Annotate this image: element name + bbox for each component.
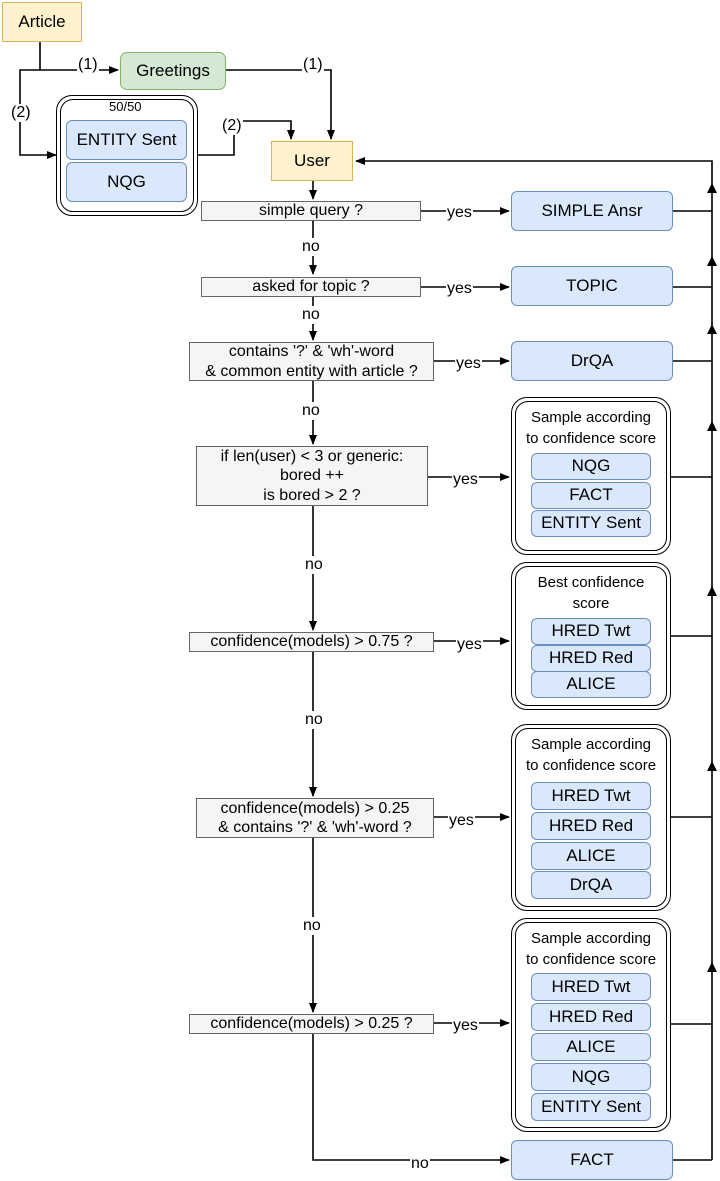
decision-bored: if len(user) < 3 or generic: bored ++ is… (196, 446, 428, 506)
group-1-item: ENTITY Sent (531, 510, 651, 537)
group-1-title-line-2: to confidence score (525, 430, 657, 447)
group-3-item: HRED Red (531, 812, 651, 840)
greeting-group (56, 95, 198, 216)
drqa-node: DrQA (511, 341, 673, 381)
group-4-title-line-1: Sample according (530, 930, 652, 947)
edge-label-yes: yes (446, 204, 473, 222)
decision-bored-line-1: if len(user) < 3 or generic: (220, 448, 404, 466)
edge-label-no: no (304, 556, 324, 574)
group-3-item: DrQA (531, 871, 651, 899)
greetings-node: Greetings (120, 52, 226, 90)
edge-label-two: (2) (221, 117, 243, 135)
edge-label-yes: yes (452, 471, 479, 489)
group-1-item: FACT (531, 482, 651, 509)
group-3-title-line-1: Sample according (530, 736, 652, 753)
edge-label-no: no (410, 1155, 430, 1173)
greeting-group-inner (60, 99, 194, 212)
group-4-item: ENTITY Sent (531, 1093, 651, 1121)
edge-label-yes: yes (456, 636, 483, 654)
group-1-item: NQG (531, 453, 651, 480)
decision-conf-075: confidence(models) > 0.75 ? (189, 632, 434, 652)
group-1-title: Sample according to confidence score (511, 407, 671, 449)
group-3-title-line-2: to confidence score (525, 757, 657, 774)
group-4-item: HRED Twt (531, 973, 651, 1001)
group-2-title: Best confidence score (511, 572, 671, 614)
group-3-title: Sample according to confidence score (511, 734, 671, 776)
group-2-title-line-1: Best confidence (537, 574, 645, 591)
edge-label-no: no (301, 238, 321, 256)
greeting-ratio: 50/50 (109, 99, 142, 114)
topic-node: TOPIC (511, 266, 673, 306)
edge-d7-fact (312, 1034, 510, 1164)
decision-conf-025-wh-line-2: & contains '?' & 'wh'-word ? (218, 819, 412, 836)
decision-conf-025-wh: confidence(models) > 0.25 & contains '?'… (196, 798, 434, 838)
edge-greetings-user (226, 69, 335, 140)
edge-label-yes: yes (446, 280, 473, 298)
nqg-node: NQG (66, 162, 187, 202)
decision-contains-wh: contains '?' & 'wh'-word & common entity… (189, 342, 434, 381)
group-4-item: NQG (531, 1063, 651, 1091)
group-2-item: HRED Twt (531, 618, 651, 645)
edge-label-yes: yes (452, 1017, 479, 1035)
group-2-item: ALICE (531, 671, 651, 698)
group-4-item: ALICE (531, 1033, 651, 1061)
edge-label-no: no (304, 711, 324, 729)
group-4 (511, 918, 671, 1132)
decision-conf-025-wh-line-1: confidence(models) > 0.25 (220, 799, 410, 817)
user-node: User (271, 141, 353, 181)
decision-simple-query: simple query ? (201, 201, 421, 221)
group-4-inner (515, 922, 667, 1128)
decision-contains-wh-line-1: contains '?' & 'wh'-word (228, 343, 395, 361)
group-2 (511, 562, 671, 710)
group-3-item: HRED Twt (531, 782, 651, 810)
decision-bored-line-2: bored ++ (279, 467, 345, 485)
edge-label-one: (1) (77, 56, 99, 74)
group-1-inner (515, 401, 667, 551)
group-4-item: HRED Red (531, 1003, 651, 1031)
group-1-title-line-1: Sample according (530, 409, 652, 426)
edge-label-no: no (301, 402, 321, 420)
edge-label-no: no (301, 306, 321, 324)
group-3-inner (515, 728, 667, 907)
decision-bored-line-3: is bored > 2 ? (263, 486, 361, 504)
group-2-title-line-2: score (572, 595, 610, 612)
edge-label-two: (2) (10, 104, 32, 122)
edge-label-no: no (302, 917, 322, 935)
edge-label-yes: yes (455, 355, 482, 373)
group-4-title: Sample according to confidence score (511, 928, 671, 970)
decision-contains-wh-line-2: & common entity with article ? (205, 362, 418, 380)
bus-arrowheads (707, 183, 717, 972)
decision-conf-025: confidence(models) > 0.25 ? (189, 1014, 434, 1034)
edge-label-one: (1) (302, 56, 324, 74)
article-node: Article (2, 2, 82, 42)
fact-node: FACT (511, 1140, 673, 1180)
group-3-item: ALICE (531, 842, 651, 870)
group-4-title-line-2: to confidence score (525, 951, 657, 968)
entity-sent-node: ENTITY Sent (66, 120, 187, 160)
group-3 (511, 724, 671, 911)
decision-asked-topic: asked for topic ? (201, 277, 421, 297)
edge-return-bus (355, 157, 713, 1160)
group-2-inner (515, 566, 667, 706)
simple-ansr-node: SIMPLE Ansr (511, 191, 673, 231)
edge-label-yes: yes (448, 812, 475, 830)
group-2-item: HRED Red (531, 645, 651, 672)
group-1 (511, 397, 671, 555)
